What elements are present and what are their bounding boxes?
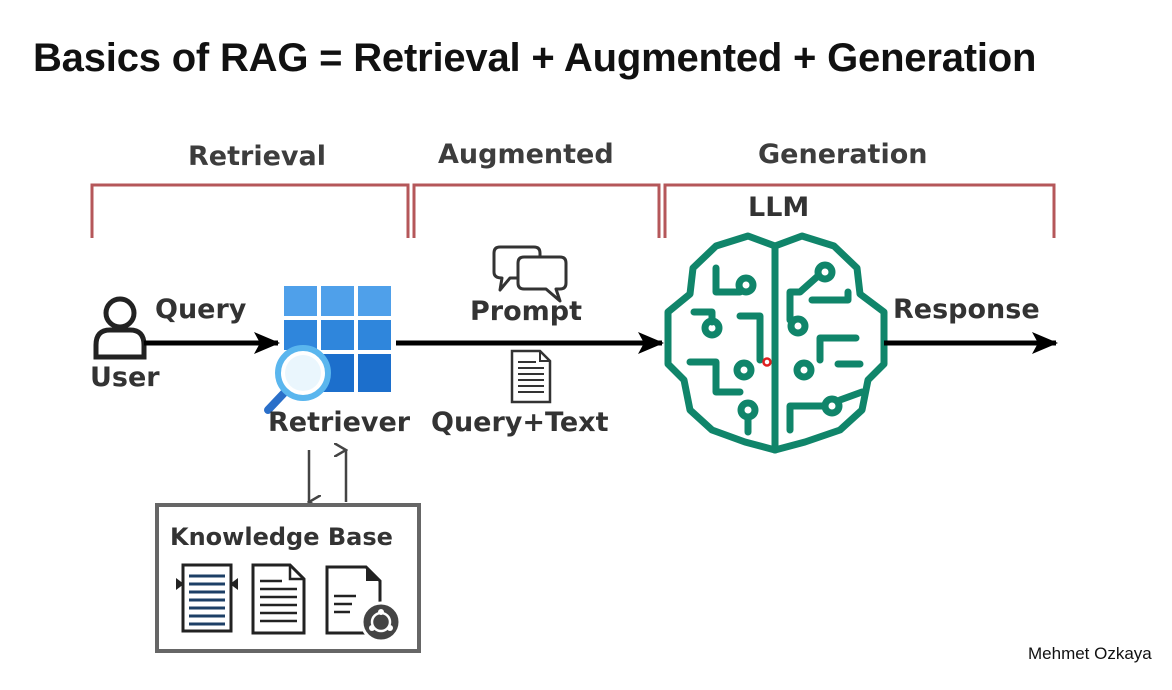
author-credit: Mehmet Ozkaya [1028, 644, 1152, 663]
response-label: Response [893, 294, 1040, 325]
retriever-label: Retriever [268, 407, 411, 438]
section-label-retrieval: Retrieval [188, 141, 326, 172]
bracket-augmented [412, 183, 661, 238]
query-text-label: Query+Text [431, 407, 609, 438]
database-doc-icon [176, 563, 238, 633]
user-icon [93, 296, 147, 360]
bracket-generation [663, 183, 1056, 238]
user-label: User [90, 362, 160, 393]
document-icon [510, 349, 552, 404]
query-label: Query [155, 294, 247, 325]
cursor-dot [762, 357, 772, 367]
section-label-augmented: Augmented [438, 139, 614, 170]
page-title: Basics of RAG = Retrieval + Augmented + … [33, 36, 1037, 80]
retriever-grid-icon [284, 286, 391, 392]
chat-bubbles-icon [492, 245, 568, 303]
llm-label: LLM [748, 192, 810, 223]
prompt-label: Prompt [470, 296, 583, 327]
shared-doc-icon [325, 565, 402, 643]
bracket-retrieval [90, 183, 410, 238]
document-icon-2 [251, 563, 306, 635]
knowledge-base-label: Knowledge Base [170, 523, 393, 551]
magnifier-icon [264, 345, 331, 414]
brain-circuit-icon [664, 232, 888, 454]
section-label-generation: Generation [758, 139, 928, 170]
